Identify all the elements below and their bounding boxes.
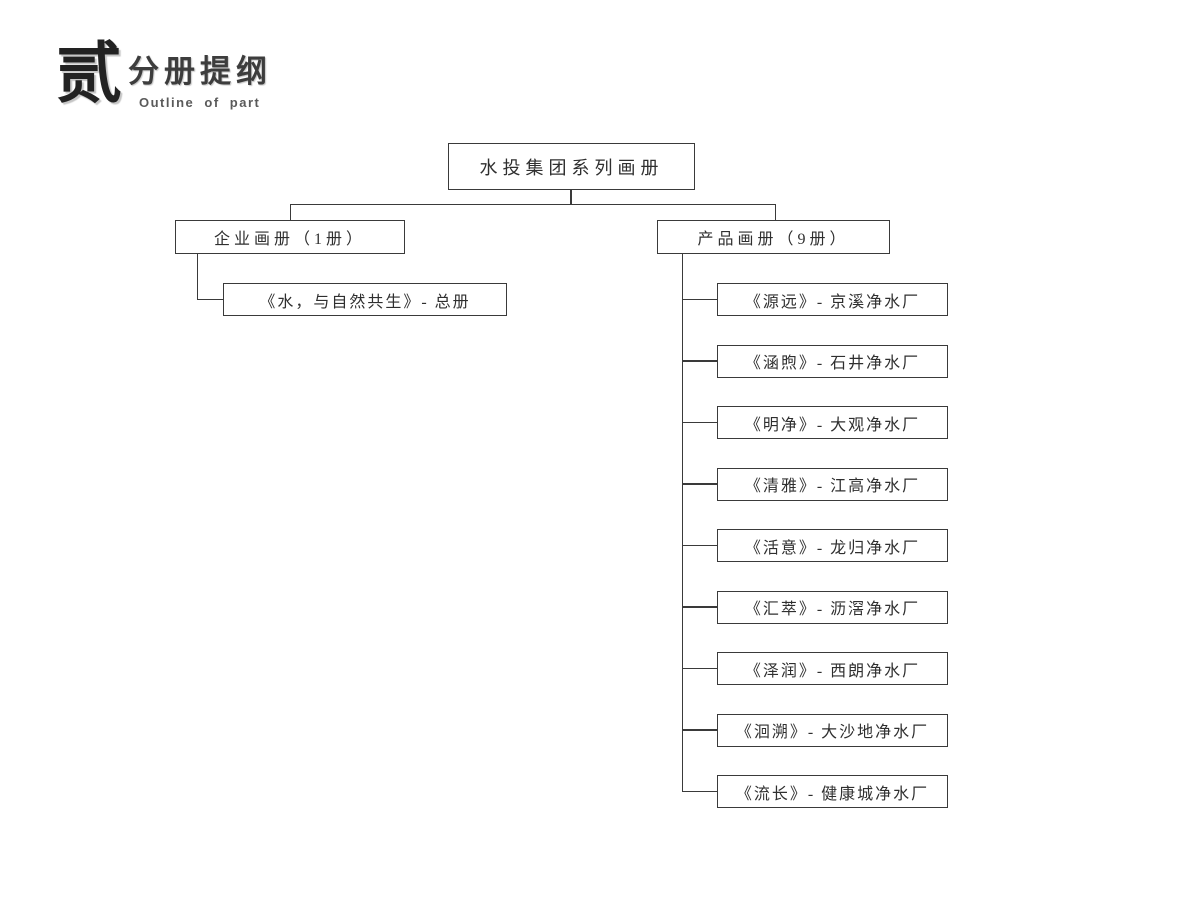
section-title: 分册提纲	[128, 54, 272, 89]
connector-drop-right	[774, 203, 776, 221]
leaf-node-product-3: 《明净》- 大观净水厂	[683, 406, 948, 439]
leaf-node-corporate-master: 《水，与自然共生》- 总册	[198, 283, 507, 316]
leaf-node-product-8: 《洄溯》- 大沙地净水厂	[683, 713, 948, 747]
leaf-node-product-9: 《流长》- 健康城净水厂	[683, 775, 948, 808]
connector-root-vertical	[570, 190, 572, 205]
connector-drop-left	[289, 203, 291, 221]
connector-trunk-corporate	[196, 253, 198, 300]
root-node: 水投集团系列画册	[448, 143, 695, 190]
connector-trunk-product	[681, 253, 683, 792]
leaf-node-product-1: 《源远》- 京溪净水厂	[683, 283, 948, 316]
leaf-node-product-7: 《泽润》- 西朗净水厂	[683, 652, 948, 685]
leaf-node-product-5: 《活意》- 龙归净水厂	[683, 529, 948, 562]
leaf-node-product-4: 《清雅》- 江高净水厂	[683, 467, 948, 501]
section-subtitle: Outline of part	[139, 95, 261, 110]
leaf-node-product-6: 《汇萃》- 沥滘净水厂	[683, 590, 948, 624]
connector-root-horizontal	[289, 203, 776, 205]
branch-node-corporate: 企业画册（1册）	[175, 220, 405, 254]
branch-node-product: 产品画册（9册）	[657, 220, 890, 254]
section-numeral: 贰	[56, 38, 122, 111]
leaf-node-product-2: 《涵煦》- 石井净水厂	[683, 344, 948, 378]
